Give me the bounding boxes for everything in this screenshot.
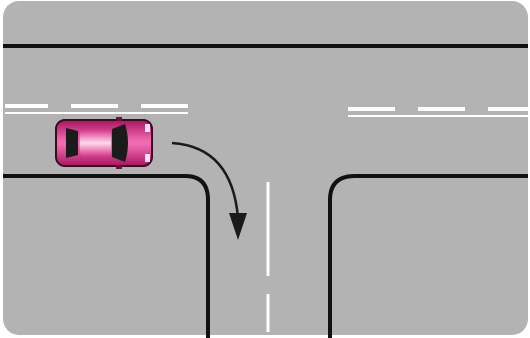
- pink-car: [55, 117, 153, 169]
- bottom-left-curb: [3, 174, 210, 338]
- curved-arrow-down-icon: [171, 141, 247, 240]
- road-surface: [3, 1, 528, 335]
- bottom-right-curb: [328, 174, 528, 338]
